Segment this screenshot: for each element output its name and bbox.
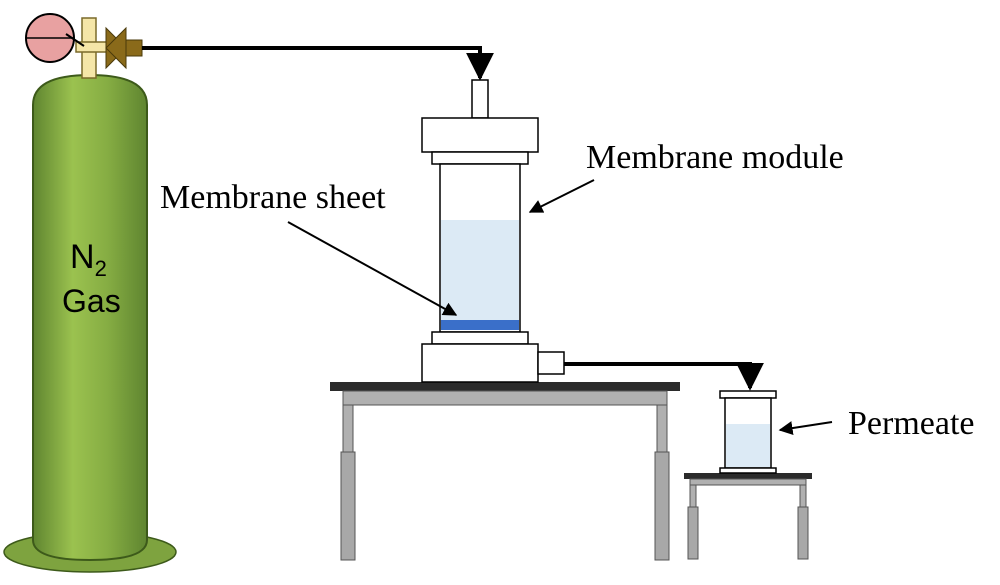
small-table-leg-right [799, 484, 807, 510]
membrane-module [421, 79, 565, 383]
main-table-top [330, 382, 680, 391]
beaker-liquid [726, 424, 770, 467]
module-bottom-flange [431, 331, 529, 345]
permeate-line [564, 362, 764, 391]
small-table-leg-left-lower [687, 506, 699, 560]
cylinder-formula-label: N2 [70, 238, 107, 281]
small-table-top [684, 473, 812, 479]
membrane-module-pointer [528, 179, 595, 213]
small-table [684, 473, 812, 560]
cylinder-body [32, 73, 148, 562]
membrane-module-label: Membrane module [586, 139, 844, 176]
beaker-rim [719, 390, 777, 399]
main-table-leg-left [342, 404, 354, 456]
permeate-label: Permeate [848, 405, 975, 442]
main-table-leg-right [656, 404, 668, 456]
small-table-leg-left [689, 484, 697, 510]
main-table [330, 382, 680, 561]
beaker-base [719, 467, 777, 474]
small-table-leg-right-lower [797, 506, 809, 560]
membrane-sheet-label: Membrane sheet [160, 179, 386, 216]
membrane-sheet-pointer [287, 221, 458, 316]
permeate-beaker [719, 390, 777, 474]
module-outlet-port [537, 351, 565, 375]
module-inlet-port [471, 79, 489, 119]
module-top-flange [431, 151, 529, 165]
module-bottom-cap [421, 343, 539, 383]
permeate-pointer [778, 421, 833, 436]
main-table-apron [342, 390, 668, 406]
main-table-leg-left-lower [340, 451, 356, 561]
module-top-cap [421, 117, 539, 153]
valve-icon [105, 26, 143, 70]
feed-gas-line [142, 46, 494, 81]
module-liquid [441, 220, 519, 320]
gas-cylinder: N2 Gas [3, 73, 177, 573]
membrane-sheet-layer [441, 320, 519, 330]
main-table-leg-right-lower [654, 451, 670, 561]
cylinder-gas-label: Gas [62, 283, 121, 319]
small-table-apron [689, 478, 807, 486]
pressure-gauge-icon [25, 13, 85, 63]
regulator-assembly [25, 13, 143, 79]
